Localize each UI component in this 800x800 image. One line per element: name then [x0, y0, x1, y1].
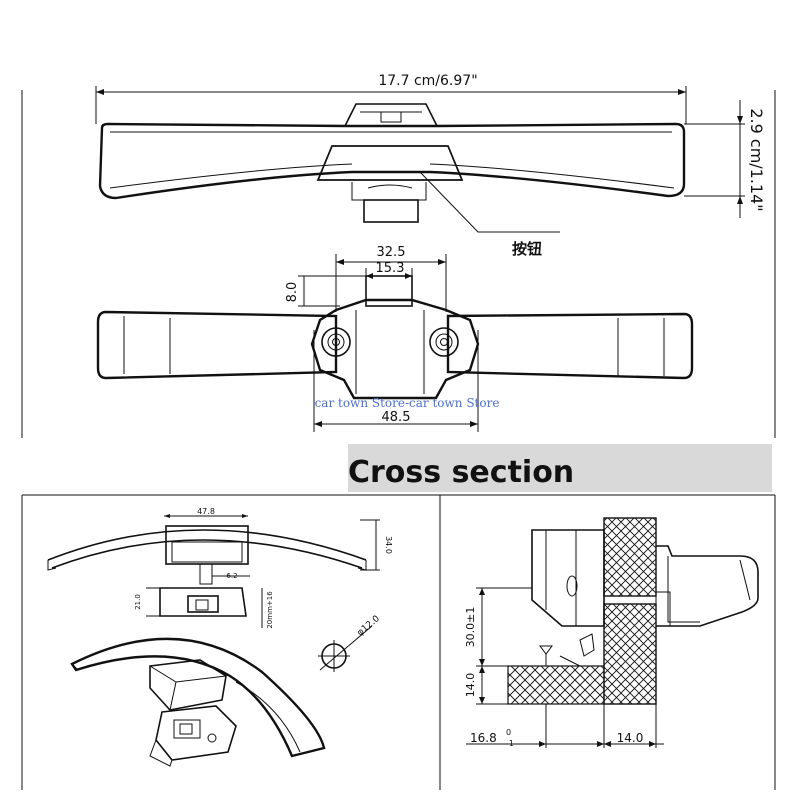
- dim-tab-height: 8.0: [285, 282, 300, 303]
- top-view-handle: 17.7 cm/6.97" 2.9 cm/1.14" 按钮: [95, 73, 766, 258]
- dim-base-thickness: 14.0: [464, 673, 477, 698]
- dim-side-height: 34.0: [384, 536, 393, 554]
- installation-section-drawing: 30.0±1 14.0 16.8 0 -1 14.0: [464, 517, 759, 748]
- cross-section-banner: Cross section: [348, 444, 772, 492]
- dim-outer-width: 32.5: [377, 245, 406, 260]
- dim-top-width: 47.8: [197, 507, 215, 516]
- dim-hole-diameter: φ12.0: [356, 614, 383, 639]
- dim-panel-thickness: 14.0: [617, 731, 644, 745]
- overall-length-label: 17.7 cm/6.97": [378, 73, 477, 89]
- dim-base-width: 48.5: [382, 410, 411, 425]
- dim-inner-width: 15.3: [376, 261, 405, 276]
- dim-stem: 6.2: [226, 572, 237, 580]
- frame-lines: [21, 90, 776, 790]
- dim-travel: 30.0±1: [464, 607, 477, 648]
- dim-offset-tolerance-upper: 0: [506, 728, 511, 737]
- dim-side-range: 20mm+16: [266, 591, 274, 629]
- button-callout-label: 按钮: [512, 240, 542, 258]
- dim-side-body: 21.0: [134, 594, 142, 610]
- side-profile-drawing: 47.8 34.0 6.2 21.0 20mm+16 φ12.0: [47, 507, 393, 767]
- store-watermark: car town Store-car town Store: [315, 396, 500, 410]
- dim-offset-tolerance-lower: -1: [506, 739, 514, 748]
- bottom-view-handle: 32.5 15.3 8.0 48.5: [96, 245, 694, 432]
- cross-section-title: Cross section: [348, 455, 574, 490]
- height-label: 2.9 cm/1.14": [747, 108, 766, 211]
- dim-offset: 16.8: [470, 731, 497, 745]
